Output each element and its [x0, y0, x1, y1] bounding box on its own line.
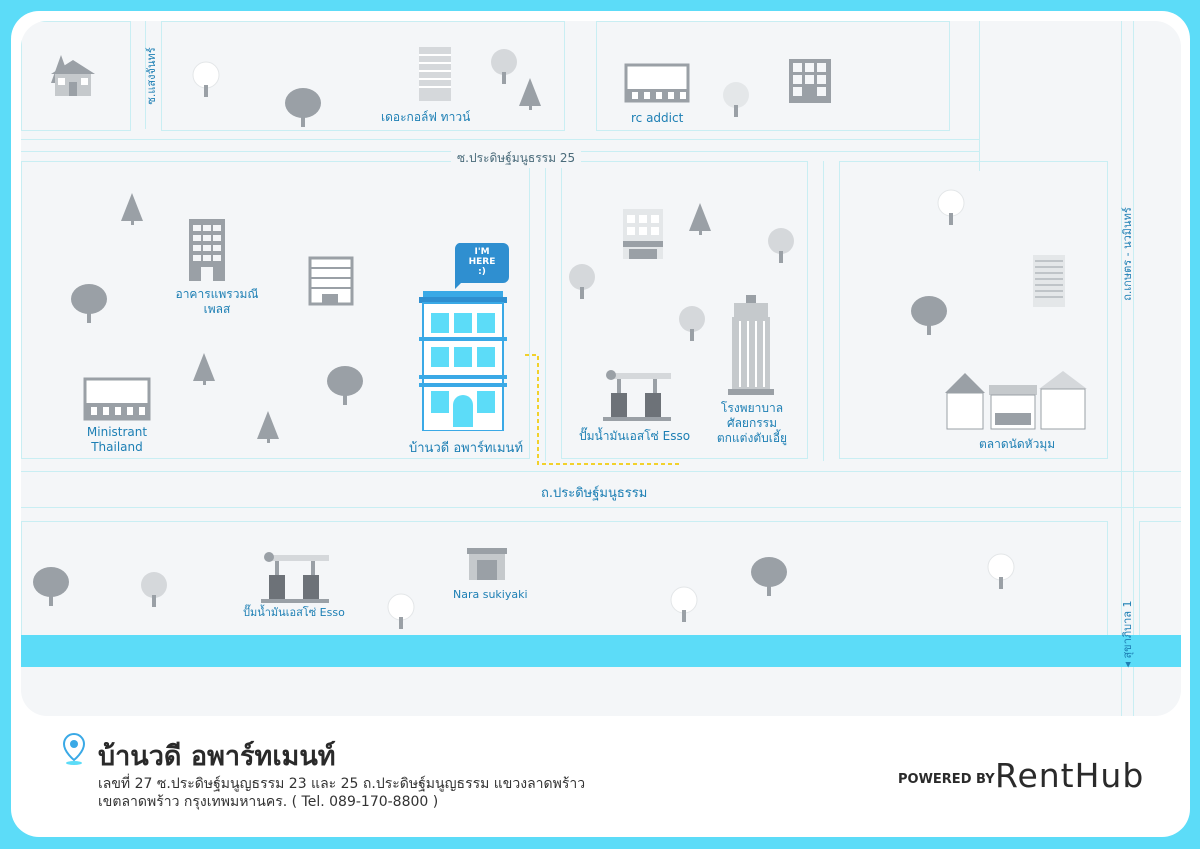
label-nara: Nara sukiyaki — [453, 588, 528, 601]
im-here-bubble: I'M HERE :) — [453, 241, 511, 289]
tree-icon — [327, 366, 363, 405]
tree-icon — [670, 586, 698, 622]
tree-icon — [987, 553, 1015, 589]
label-market: ตลาดนัดหัวมุม — [979, 437, 1056, 451]
street-label-saengchan: ซ.แสงจันทร์ — [145, 47, 158, 105]
location-pin-icon — [62, 732, 86, 765]
map-card: I'M HERE :) ซ.แสงจันทร์ เดอะกอล์ฟ ทาวน์ … — [11, 11, 1190, 837]
tree-icon — [192, 61, 220, 97]
shophouse-icon — [623, 209, 663, 259]
label-hospital-line2: ศัลยกรรม — [726, 416, 778, 430]
tree-icon — [141, 572, 167, 607]
powered-by-label: POWERED BY — [898, 772, 995, 787]
label-hospital: โรงพยาบาล ศัลยกรรม ตกแต่งตับเอี้ยู — [709, 401, 795, 446]
street-label-sukhapiban: ◂ สุขาภิบาล 1 — [1121, 600, 1134, 668]
pine-tree-icon — [121, 193, 143, 225]
building-icon — [789, 59, 831, 103]
gas-station-icon — [261, 552, 329, 603]
pine-tree-icon — [257, 411, 279, 443]
tower-icon — [419, 47, 451, 101]
footer-title: บ้านวดี อพาร์ทเมนท์ — [98, 741, 336, 772]
bubble-line3: :) — [478, 267, 486, 277]
tree-icon — [491, 49, 517, 84]
block-bottom — [21, 521, 1108, 647]
label-esso-top: ปั๊มน้ำมันเอสโซ่ Esso — [579, 429, 691, 443]
canal — [21, 635, 1181, 667]
label-hospital-line1: โรงพยาบาล — [720, 401, 784, 415]
tree-icon — [723, 82, 749, 117]
label-apartment: บ้านวดี อพาร์ทเมนท์ — [409, 441, 524, 456]
street-label-soi-25: ซ.ประดิษฐ์มนูธรรม 25 — [451, 149, 582, 168]
label-ministrant-line1: Ministrant — [86, 425, 148, 439]
apartment-building-icon — [419, 291, 507, 431]
tree-icon — [768, 228, 794, 263]
label-esso-bottom: ปั๊มน้ำมันเอสโซ่ Esso — [243, 606, 345, 619]
tree-icon — [679, 306, 705, 341]
building-icon — [308, 256, 354, 306]
label-praewmanee: อาคารแพรวมณี เพลส — [161, 287, 273, 317]
tree-icon — [937, 189, 965, 225]
label-ministrant: Ministrant Thailand — [77, 425, 157, 455]
tree-icon — [33, 567, 69, 606]
tree-icon — [751, 557, 787, 596]
pine-tree-icon — [193, 353, 215, 385]
block-golf-town — [161, 21, 565, 131]
tree-icon — [71, 284, 107, 323]
footer-address-line2: เขตลาดพร้าว กรุงเทพมหานคร. ( Tel. 089-17… — [98, 794, 439, 810]
tower-icon — [1033, 255, 1065, 307]
label-hospital-line3: ตกแต่งตับเอี้ยู — [716, 431, 788, 445]
renthub-logo[interactable]: RentHub — [995, 756, 1145, 795]
label-golf-town: เดอะกอล์ฟ ทาวน์ — [381, 110, 471, 124]
tree-icon — [285, 88, 321, 127]
market-stalls-icon — [945, 371, 1087, 430]
bubble-line1: I'M — [474, 247, 490, 257]
building-icon — [83, 377, 151, 421]
tower-icon — [189, 219, 225, 281]
label-praewmanee-line1: อาคารแพรวมณี — [175, 287, 259, 301]
hospital-tower-icon — [728, 295, 774, 395]
street-label-main-road: ถ.ประดิษฐ์มนูธรรม — [541, 486, 648, 501]
label-ministrant-line2: Thailand — [91, 440, 143, 454]
bubble-line2: HERE — [468, 257, 496, 267]
restaurant-icon — [467, 548, 507, 580]
pine-tree-icon — [689, 203, 711, 235]
label-rc-addict: rc addict — [631, 111, 684, 125]
tree-icon — [387, 593, 415, 629]
block-bottom-right — [1139, 521, 1181, 647]
gas-station-icon — [603, 370, 671, 421]
house-icon — [51, 60, 95, 96]
tree-icon — [911, 296, 947, 335]
pine-tree-icon — [519, 78, 541, 110]
label-praewmanee-line2: เพลส — [203, 302, 231, 316]
tree-icon — [569, 264, 595, 299]
footer-address-line1: เลขที่ 27 ซ.ประดิษฐ์มนูญธรรม 23 และ 25 ถ… — [98, 776, 586, 792]
street-label-kaset-nawamin: ถ.เกษตร - นวมินทร์ — [1121, 207, 1134, 301]
map-area: I'M HERE :) ซ.แสงจันทร์ เดอะกอล์ฟ ทาวน์ … — [21, 21, 1181, 716]
building-icon — [624, 63, 690, 103]
